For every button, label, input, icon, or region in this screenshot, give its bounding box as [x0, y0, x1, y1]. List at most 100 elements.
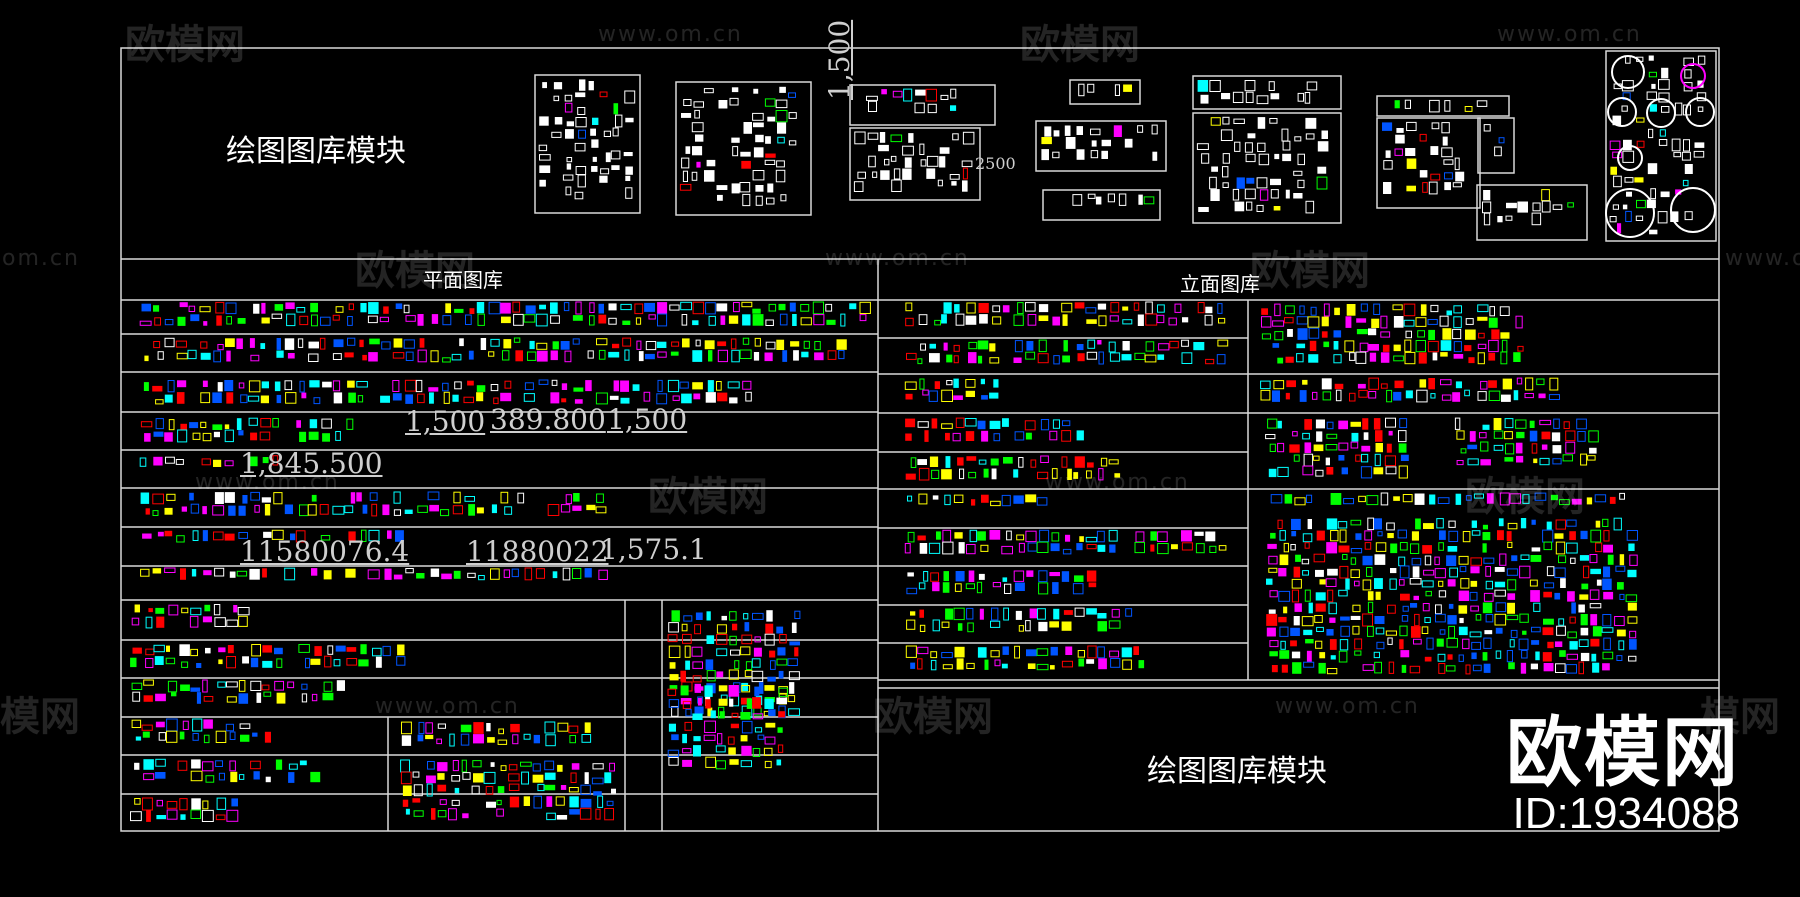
cad-symbol [442, 382, 449, 392]
cad-symbol [1295, 554, 1301, 562]
cad-symbol [705, 699, 711, 709]
cad-symbol [1025, 351, 1036, 360]
cad-symbol [166, 645, 170, 652]
cad-symbol [1636, 140, 1645, 148]
cad-symbol [962, 167, 968, 180]
cad-symbol [1314, 615, 1323, 623]
cad-symbol [1234, 201, 1245, 212]
cad-symbol [1268, 81, 1275, 91]
cad-symbol [1658, 139, 1668, 146]
cad-symbol [476, 392, 484, 402]
cad-symbol [200, 352, 211, 360]
cad-symbol [922, 389, 929, 396]
cad-symbol [1507, 579, 1517, 591]
cad-symbol [1430, 146, 1439, 155]
cad-symbol [202, 800, 209, 810]
cad-symbol [536, 350, 548, 362]
cad-symbol [1399, 542, 1408, 551]
cad-symbol [476, 507, 484, 514]
cad-symbol [1536, 378, 1545, 386]
cad-symbol [1482, 602, 1493, 614]
cad-symbol [1447, 579, 1456, 587]
cad-symbol [1338, 455, 1345, 461]
cad-symbol [332, 505, 345, 515]
cad-symbol [1498, 137, 1505, 144]
cad-symbol [671, 734, 679, 741]
cad-symbol [140, 492, 150, 504]
cad-symbol [1282, 153, 1292, 162]
cad-symbol [672, 395, 680, 401]
cad-symbol [1590, 638, 1600, 647]
cad-symbol [417, 505, 428, 513]
cad-symbol [1400, 593, 1410, 601]
cad-symbol [598, 569, 608, 581]
cad-symbol [568, 725, 579, 734]
cad-symbol [276, 350, 284, 358]
cad-symbol [1014, 431, 1025, 441]
cad-symbol [166, 730, 178, 743]
cad-symbol [1453, 341, 1462, 353]
cad-symbol [836, 339, 847, 350]
cad-symbol [751, 670, 764, 683]
cad-symbol [299, 504, 309, 517]
cad-symbol [1306, 494, 1313, 504]
cad-symbol [764, 698, 774, 709]
cad-symbol [766, 610, 773, 622]
cad-symbol [461, 759, 467, 773]
cad-symbol [166, 809, 178, 820]
cad-symbol [1465, 495, 1472, 501]
cad-symbol [1507, 593, 1516, 600]
cad-symbol [168, 604, 179, 616]
cad-symbol [1366, 495, 1379, 506]
cad-symbol [1438, 580, 1444, 587]
cad-symbol [1403, 319, 1415, 327]
cad-symbol [692, 382, 703, 390]
cad-symbol [1306, 81, 1318, 91]
cad-symbol [777, 647, 786, 656]
cad-symbol [261, 684, 270, 691]
cad-symbol [1350, 548, 1363, 554]
cad-symbol [403, 339, 415, 349]
cad-symbol [1534, 492, 1547, 501]
cad-symbol [1610, 166, 1617, 175]
cad-symbol [262, 457, 269, 464]
cad-symbol [757, 734, 765, 740]
cad-symbol [1377, 531, 1383, 537]
cad-symbol [323, 681, 333, 692]
cad-symbol [311, 494, 317, 502]
cad-symbol [1277, 442, 1285, 453]
cad-symbol [608, 317, 617, 325]
cad-symbol [153, 431, 164, 437]
cad-symbol [238, 505, 246, 516]
cad-symbol [770, 660, 776, 670]
cad-symbol [1339, 639, 1349, 651]
cad-symbol [1424, 555, 1432, 566]
cad-symbol [190, 607, 202, 616]
cad-symbol [906, 587, 918, 595]
cad-symbol [395, 303, 403, 309]
cad-symbol [1277, 357, 1284, 364]
cad-symbol [236, 418, 242, 430]
cad-symbol [609, 395, 619, 400]
cad-symbol [1097, 646, 1105, 659]
cad-symbol [767, 676, 776, 682]
cad-symbol [1316, 431, 1323, 442]
cad-symbol [879, 132, 886, 143]
cad-symbol [579, 79, 586, 91]
cad-symbol [1304, 419, 1312, 430]
cad-symbol [1325, 457, 1330, 466]
cad-symbol [671, 610, 680, 622]
cad-symbol [239, 774, 245, 780]
cad-symbol [1216, 354, 1226, 365]
cad-symbol [1074, 302, 1085, 309]
cad-symbol [1469, 631, 1482, 638]
cad-symbol [1566, 653, 1578, 660]
cad-symbol [1293, 566, 1301, 578]
cad-symbol [904, 157, 912, 168]
cad-symbol [934, 381, 940, 389]
cad-symbol [1356, 329, 1368, 335]
cad-symbol [1029, 608, 1037, 619]
cad-symbol [1315, 469, 1324, 477]
cad-symbol [1594, 494, 1607, 503]
cad-symbol [1049, 621, 1059, 628]
